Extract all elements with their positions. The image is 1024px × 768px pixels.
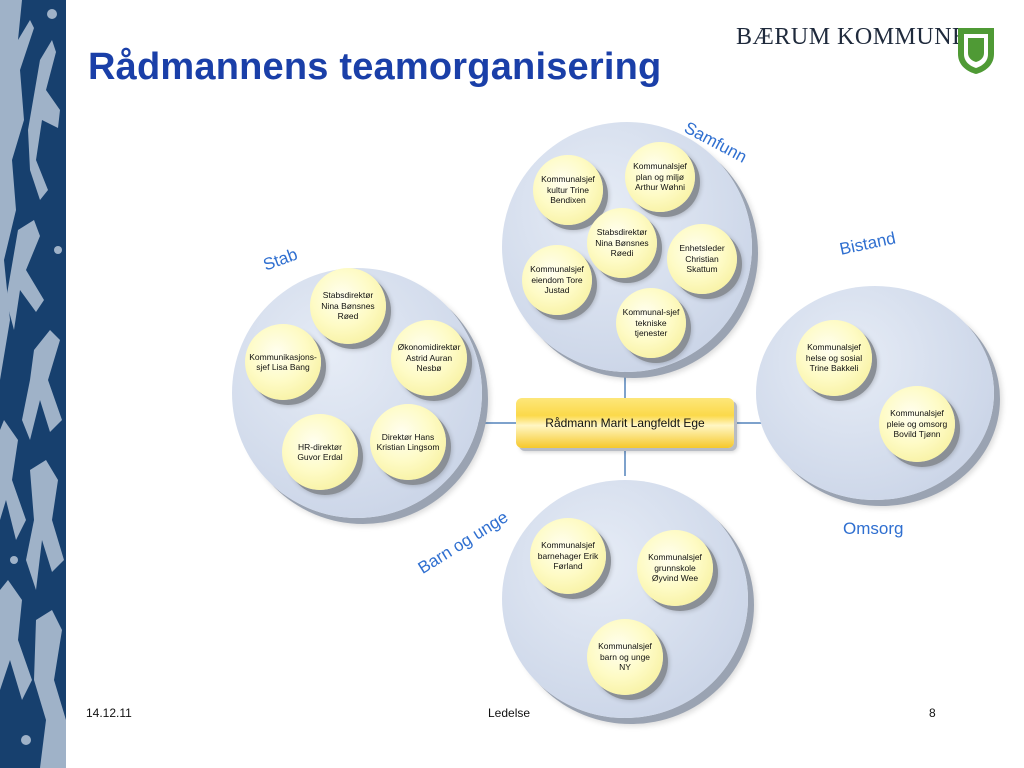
node-kommunalsjef-helse-og-sosial: Kommunalsjef helse og sosial Trine Bakke… <box>796 320 872 396</box>
node-kommunalsjef-kultur: Kommunalsjef kultur Trine Bendixen <box>533 155 603 225</box>
bistand-omsorg-group-circle <box>756 286 994 500</box>
node-kommunalsjef-tekniske-tjenester: Kommunal-sjef tekniske tjenester <box>616 288 686 358</box>
node-direktor-hans-kristian: Direktør Hans Kristian Lingsom <box>370 404 446 480</box>
footer-date: 14.12.11 <box>86 706 132 720</box>
node-kommunikasjonssjef: Kommunikasjons-sjef Lisa Bang <box>245 324 321 400</box>
organization-logo-text: BÆRUM KOMMUNE <box>736 24 968 50</box>
node-hr-direktor: HR-direktør Guvor Erdal <box>282 414 358 490</box>
page-title: Rådmannens teamorganisering <box>88 46 662 88</box>
node-stabsdirektor-samfunn: Stabsdirektør Nina Bønsnes Røedi <box>587 208 657 278</box>
municipal-shield-icon <box>958 28 994 74</box>
radmann-center-box: Rådmann Marit Langfeldt Ege <box>516 398 734 448</box>
group-label-omsorg: Omsorg <box>843 519 904 538</box>
node-kommunalsjef-pleie-og-omsorg: Kommunalsjef pleie og omsorg Bovild Tjøn… <box>879 386 955 462</box>
node-kommunalsjef-barnehager: Kommunalsjef barnehager Erik Førland <box>530 518 606 594</box>
node-enhetsleder: Enhetsleder Christian Skattum <box>667 224 737 294</box>
footer-section: Ledelse <box>488 706 531 720</box>
node-okonomidirektor: Økonomidirektør Astrid Auran Nesbø <box>391 320 467 396</box>
tree-silhouette <box>0 0 66 768</box>
node-stabsdirektor-stab: Stabsdirektør Nina Bønsnes Røed <box>310 268 386 344</box>
sidebar-decoration <box>0 0 66 768</box>
footer-page-number: 8 <box>929 706 936 720</box>
node-kommunalsjef-grunnskole: Kommunalsjef grunnskole Øyvind Wee <box>637 530 713 606</box>
node-kommunalsjef-plan-og-miljo: Kommunalsjef plan og miljø Arthur Wøhni <box>625 142 695 212</box>
node-kommunalsjef-barn-og-unge: Kommunalsjef barn og unge NY <box>587 619 663 695</box>
radmann-label: Rådmann Marit Langfeldt Ege <box>545 416 705 430</box>
node-kommunalsjef-eiendom: Kommunalsjef eiendom Tore Justad <box>522 245 592 315</box>
